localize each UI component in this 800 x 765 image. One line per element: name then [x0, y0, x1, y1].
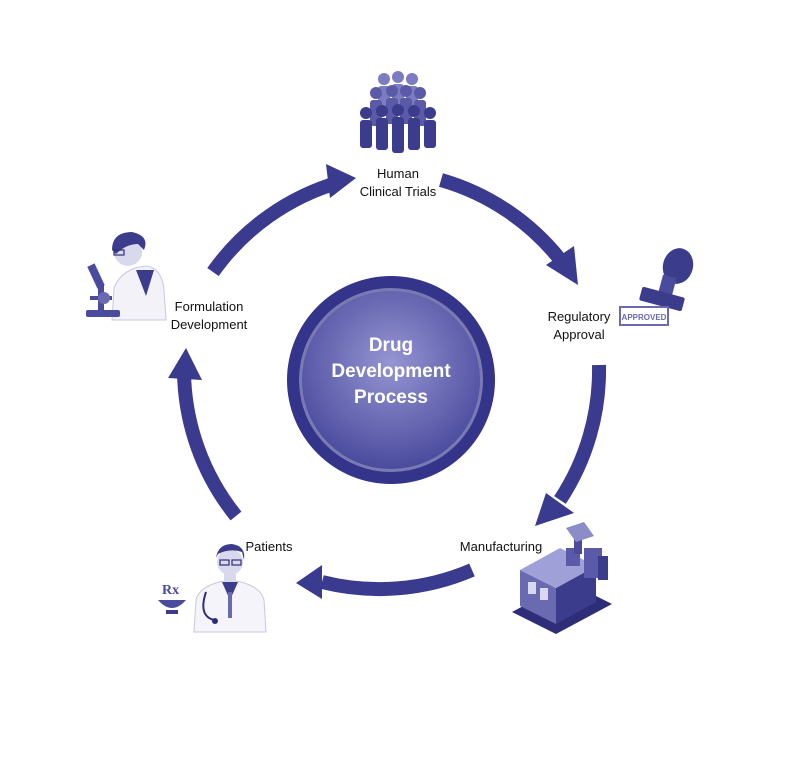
crowd-icon	[360, 71, 436, 153]
regulatory-line1: Regulatory	[547, 309, 611, 324]
doctor-icon	[193, 544, 267, 633]
center-title-line1: Drug	[368, 335, 414, 356]
center-title-line2: Development	[331, 361, 451, 382]
stage-label-regulatory-approval: Regulatory Approval	[534, 308, 624, 344]
center-title-line3: Process	[354, 387, 428, 408]
stamp-text: APPROVED	[622, 313, 667, 322]
formulation-line2: Development	[170, 317, 248, 332]
arrow-heads	[168, 164, 578, 599]
arrow-regulatory-to-manufacturing	[554, 364, 607, 504]
manufacturing-line1: Manufacturing	[459, 539, 543, 554]
stage-label-formulation-development: Formulation Development	[162, 298, 256, 334]
patients-line1: Patients	[245, 539, 293, 554]
formulation-line1: Formulation	[174, 299, 244, 314]
arrow-manufacturing-to-patients	[320, 563, 475, 597]
center-title: Drug Development Process	[286, 333, 496, 411]
center-disc	[287, 276, 495, 484]
arrowhead-formulation	[168, 348, 202, 380]
arrowhead-manufacturing	[535, 493, 574, 526]
arrowhead-trials	[326, 164, 356, 198]
scientist-microscope-icon	[86, 232, 167, 321]
cycle-arrows	[177, 173, 607, 597]
arrowhead-patients	[296, 565, 322, 599]
stage-label-manufacturing: Manufacturing	[448, 538, 554, 556]
trials-line1: Human	[377, 166, 419, 181]
arrow-patients-to-formulation	[177, 371, 242, 521]
regulatory-line2: Approval	[553, 327, 605, 342]
arrow-formulation-to-trials	[207, 175, 342, 277]
stage-label-human-clinical-trials: Human Clinical Trials	[338, 165, 458, 201]
approved-stamp-icon: APPROVED	[619, 248, 694, 326]
trials-line2: Clinical Trials	[359, 184, 437, 199]
rx-text: Rx	[162, 583, 179, 598]
factory-machine-icon	[512, 522, 612, 634]
arrowhead-regulatory	[546, 246, 578, 285]
rx-mortar-icon: Rx	[158, 583, 186, 614]
stage-label-patients: Patients	[236, 538, 302, 556]
arrow-trials-to-regulatory	[439, 173, 568, 267]
